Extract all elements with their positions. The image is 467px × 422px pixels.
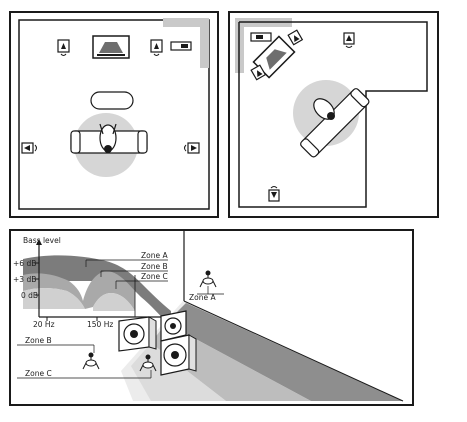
listener-icon (99, 123, 117, 153)
zone-a-floor (166, 303, 403, 401)
zone-a-label: Zone A (189, 293, 216, 302)
rear-speaker-icon (268, 186, 280, 202)
zone-c-floor (131, 343, 226, 401)
sofa-icon (300, 88, 370, 158)
tv-icon (92, 35, 130, 59)
subwoofer-icon (250, 32, 272, 42)
side-left-speaker-icon (21, 142, 37, 154)
zone-a-graph-label: Zone A (141, 251, 168, 260)
subwoofer-speaker-icon (160, 334, 197, 376)
front-left-speaker-icon (57, 39, 70, 56)
y-tick-label: +6 dB (13, 259, 36, 268)
x-tick-label: 150 Hz (87, 320, 113, 329)
l-room-drawing (235, 18, 428, 208)
bass-zones-drawing: Bass level +6 dB +3 dB 0 dB 20 Hz 150 Hz… (13, 231, 404, 402)
zone-c-graph-label: Zone C (141, 272, 168, 281)
y-tick-label: +3 dB (13, 275, 36, 284)
square-room-diagram (9, 11, 219, 218)
front-left-speaker-icon (250, 64, 267, 81)
zone-c-label: Zone C (25, 369, 52, 378)
front-right-speaker-icon (150, 39, 163, 56)
square-room-drawing (18, 18, 210, 210)
y-tick-label: 0 dB (21, 291, 38, 300)
subwoofer-icon (170, 41, 192, 51)
bass-zones-diagram: Bass level +6 dB +3 dB 0 dB 20 Hz 150 Hz… (9, 229, 414, 406)
zone-b-graph-label: Zone B (141, 262, 168, 271)
subwoofer-speaker-icon (118, 316, 157, 352)
y-axis-label: Bass level (23, 236, 61, 245)
l-shaped-room-diagram (228, 11, 439, 218)
side-right-speaker-icon (184, 142, 200, 154)
floor-edge (183, 300, 404, 402)
listener-icon (199, 270, 217, 288)
listener-icon (82, 352, 100, 370)
subwoofer-speaker-icon (160, 310, 187, 342)
corner-highlight (235, 18, 292, 73)
listener-icon (313, 98, 335, 120)
zone-b-label: Zone B (25, 336, 52, 345)
rear-right-speaker-icon (343, 32, 355, 48)
room-wall (238, 21, 428, 208)
ottoman-shape (90, 91, 134, 110)
listener-icon (139, 354, 157, 372)
x-tick-label: 20 Hz (33, 320, 55, 329)
room-wall (18, 19, 210, 210)
bass-level-graph: Bass level +6 dB +3 dB 0 dB 20 Hz 150 Hz (13, 236, 183, 329)
front-right-speaker-icon (287, 29, 304, 46)
